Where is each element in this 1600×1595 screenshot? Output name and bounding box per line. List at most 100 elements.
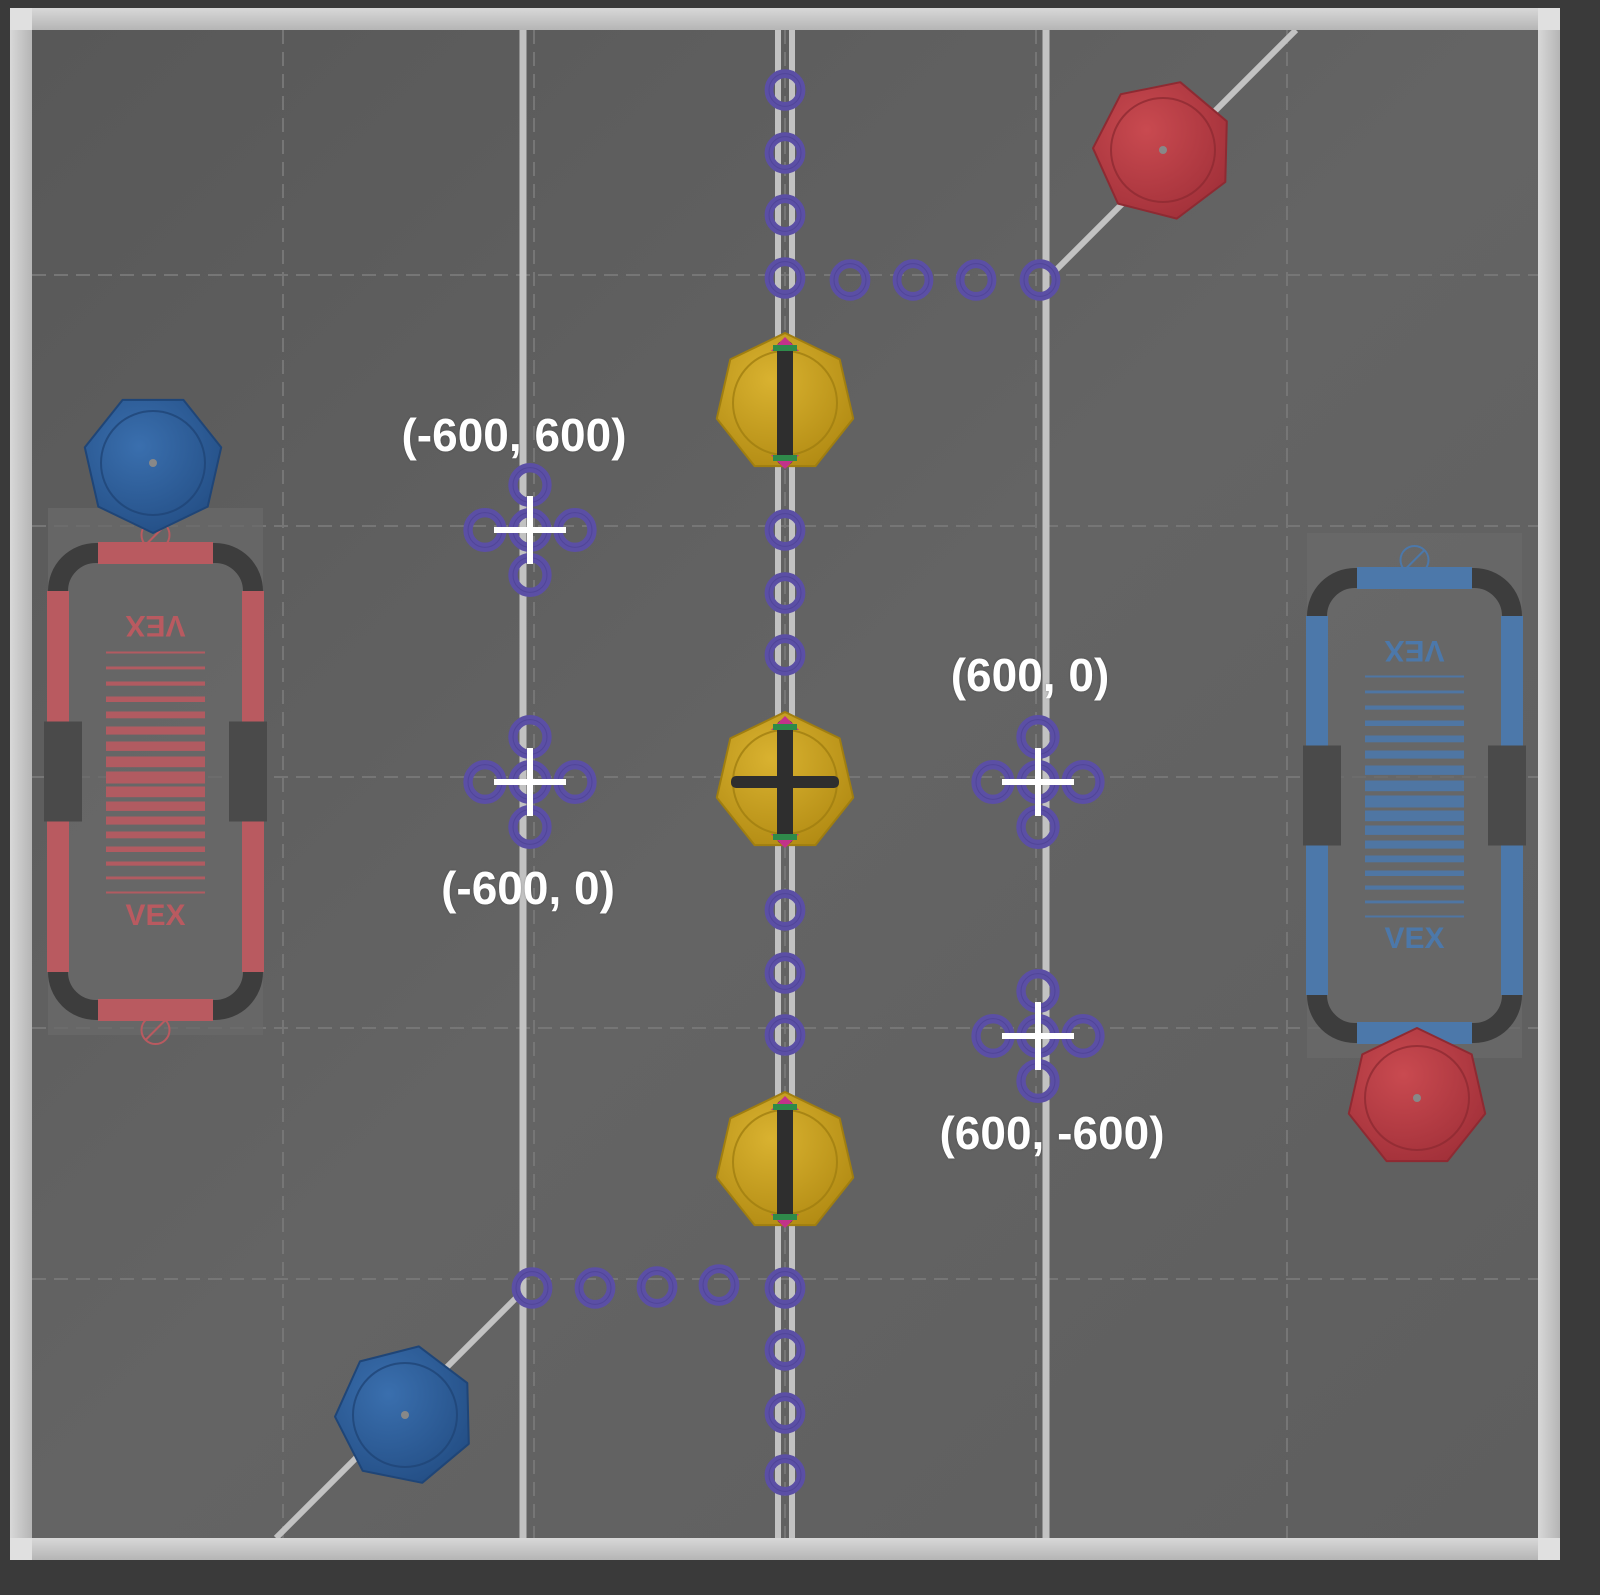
mobile-goal-platform (1364, 1045, 1470, 1151)
zone-stripe (106, 711, 205, 719)
ring (764, 194, 806, 236)
zone-stripe (106, 741, 205, 751)
ring (764, 572, 806, 614)
zone-stripe (106, 696, 205, 702)
zone-blue-right: VEX VEX (1303, 533, 1526, 1068)
zone-bracket (1488, 745, 1526, 846)
ring (764, 1267, 806, 1309)
ring (1019, 259, 1061, 301)
mobile-goal-platform (100, 410, 206, 516)
zone-stripe (106, 756, 205, 768)
zone-vex-logo-top: VEX (1384, 634, 1444, 667)
ring (764, 1014, 806, 1056)
ring (764, 889, 806, 931)
wall-bottom (10, 1538, 1550, 1560)
zone-vex-logo-top: VEX (125, 609, 185, 642)
zone-stripe (1365, 825, 1464, 835)
ring (764, 952, 806, 994)
corner-post (10, 1538, 32, 1560)
mobile-goal-center-post (1159, 146, 1167, 154)
zone-stripe (1365, 840, 1464, 849)
zone-bracket (1303, 745, 1341, 846)
zone-stripe (1365, 735, 1464, 743)
coordinate-label-600-0: (600, 0) (950, 649, 1110, 701)
zone-stripe (1365, 915, 1464, 918)
zone-stripe (106, 651, 205, 654)
mobile-goal-center-post (1413, 1094, 1421, 1102)
zone-bracket (44, 721, 82, 822)
goal-blue-bottom-left (334, 1345, 470, 1484)
ring (764, 509, 806, 551)
zone-stripe (106, 801, 205, 811)
zone-stripe (106, 816, 205, 825)
no-entry-icon (1399, 545, 1430, 575)
crosshair-icon (494, 496, 566, 564)
zone-stripe (106, 891, 205, 894)
rings (511, 69, 1061, 1496)
zone-stripe (1365, 750, 1464, 759)
wall-top (10, 8, 1550, 30)
ring (764, 1454, 806, 1496)
wall-left (10, 8, 32, 1560)
ring (764, 69, 806, 111)
ring (636, 1266, 678, 1308)
zone-stripe (106, 771, 205, 784)
zone-stripe (1365, 855, 1464, 863)
corner-post (1538, 8, 1560, 30)
zone-stripe (1365, 720, 1464, 726)
zone-stripe (106, 681, 205, 686)
mobile-goal-bar (777, 1100, 793, 1224)
crosshair-icon (494, 748, 566, 816)
zone-stripe (106, 846, 205, 852)
goal-yellow-top (715, 332, 855, 469)
goal-yellow-center (715, 711, 855, 848)
zone-stripe (1365, 795, 1464, 808)
zone-vex-logo-bottom: VEX (125, 899, 185, 932)
zone-stripe (106, 726, 205, 735)
mobile-goal-center-post (149, 459, 157, 467)
zone-stripe (1365, 765, 1464, 775)
corner-post (1538, 1538, 1560, 1560)
zone-vex-logo-bottom: VEX (1384, 922, 1444, 955)
no-entry-icon (140, 1015, 171, 1045)
zone-stripe (1365, 885, 1464, 890)
zone-stripe (1365, 870, 1464, 876)
mobile-goals (83, 81, 1487, 1484)
mobile-goal-bar (777, 341, 793, 465)
ring (764, 1329, 806, 1371)
mobile-goal-crossbar (731, 776, 839, 788)
mobile-goal-center-post (401, 1411, 409, 1419)
zone-stripe (1365, 705, 1464, 710)
mobile-goal-platform (352, 1362, 458, 1468)
ring (764, 132, 806, 174)
zone-stripe (1365, 900, 1464, 904)
zone-bracket (229, 721, 267, 822)
ring (764, 634, 806, 676)
ring (511, 1267, 553, 1309)
ring (698, 1264, 740, 1306)
zone-stripe (106, 831, 205, 839)
ring (574, 1267, 616, 1309)
coordinate-label-neg600-600: (-600, 600) (401, 409, 627, 461)
ring (829, 259, 871, 301)
zone-red-left: VEX VEX (44, 508, 267, 1045)
zone-stripe (106, 666, 205, 670)
ring (892, 259, 934, 301)
goal-zones: VEX VEX VEX VEX (44, 508, 1526, 1068)
crosshair-icon (1002, 1002, 1074, 1070)
goal-red-top-right (1092, 81, 1228, 220)
crosshairs (494, 496, 1074, 1070)
zone-stripe (106, 861, 205, 866)
ring (955, 259, 997, 301)
zone-stripe (106, 786, 205, 798)
zone-stripe (1365, 675, 1464, 678)
coordinate-label-neg600-0: (-600, 0) (441, 862, 615, 914)
crosshair-icon (1002, 748, 1074, 816)
zone-stripe (1365, 810, 1464, 822)
mobile-goal-platform (1110, 97, 1216, 203)
wall-right (1538, 8, 1560, 1560)
goal-blue-left (83, 398, 223, 534)
zone-stripe (106, 876, 205, 880)
zone-stripe (1365, 690, 1464, 694)
